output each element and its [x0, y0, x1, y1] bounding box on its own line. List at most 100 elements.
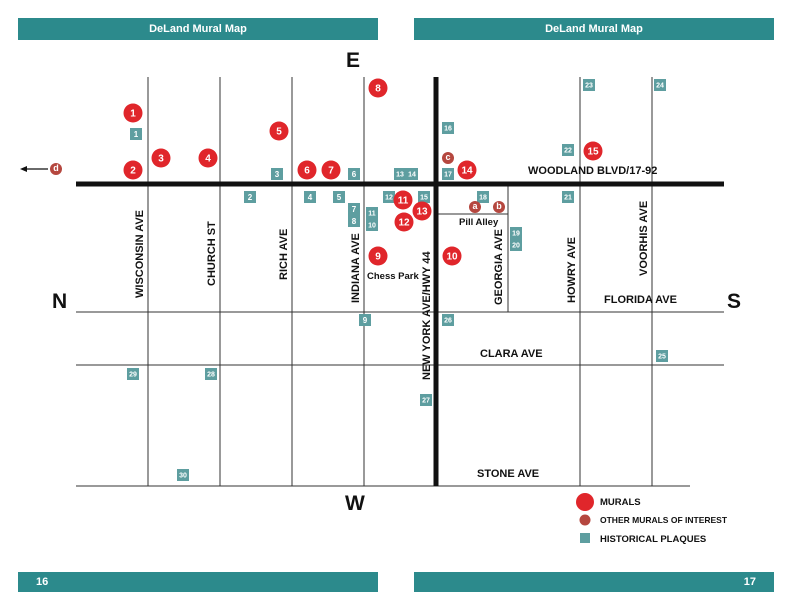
- plaque-marker[interactable]: [394, 168, 406, 180]
- mural-number: 6: [304, 166, 310, 177]
- major-streets: [76, 77, 724, 486]
- mural-marker[interactable]: [198, 148, 218, 168]
- plaque-marker[interactable]: [366, 207, 378, 219]
- plaque-number: 11: [368, 210, 376, 217]
- plaque-marker[interactable]: [656, 350, 668, 362]
- plaque-marker[interactable]: [130, 128, 142, 140]
- right-page-number: 17: [743, 576, 756, 588]
- right-page-footer: 17: [414, 572, 774, 592]
- plaque-number: 29: [129, 371, 137, 378]
- mural-marker[interactable]: [297, 160, 317, 180]
- other-mural-letter: a: [472, 201, 478, 211]
- compass-west: W: [345, 492, 365, 515]
- mural-marker[interactable]: [269, 121, 289, 141]
- mural-marker[interactable]: [393, 190, 413, 210]
- mural-marker[interactable]: [394, 212, 414, 232]
- plaque-number: 18: [479, 194, 487, 201]
- mural-marker[interactable]: [151, 148, 171, 168]
- howry-label: HOWRY AVE: [566, 237, 578, 303]
- plaque-number: 26: [444, 317, 452, 324]
- other-mural-letter: b: [496, 201, 502, 211]
- rich-label: RICH AVE: [278, 229, 290, 280]
- plaque-number: 4: [308, 193, 313, 202]
- mural-marker[interactable]: [123, 103, 143, 123]
- mural-number: 10: [446, 252, 458, 263]
- plaque-number: 22: [564, 147, 572, 154]
- other-mural-letter: d: [53, 163, 59, 173]
- mural-number: 12: [398, 218, 410, 229]
- plaque-marker[interactable]: [205, 368, 217, 380]
- plaque-marker[interactable]: [406, 168, 418, 180]
- mural-marker[interactable]: [457, 160, 477, 180]
- plaque-marker[interactable]: [562, 144, 574, 156]
- mural-marker[interactable]: [321, 160, 341, 180]
- plaque-marker[interactable]: [244, 191, 256, 203]
- plaque-marker[interactable]: [127, 368, 139, 380]
- plaque-marker[interactable]: [477, 191, 489, 203]
- other-mural-letter: c: [445, 152, 450, 162]
- plaque-marker[interactable]: [562, 191, 574, 203]
- d-arrow: [20, 166, 48, 172]
- plaque-number: 7: [352, 205, 357, 214]
- legend-murals-label: MURALS: [600, 497, 641, 508]
- wisconsin-label: WISCONSIN AVE: [134, 210, 146, 298]
- mural-marker[interactable]: [368, 246, 388, 266]
- plaque-number: 2: [248, 193, 253, 202]
- left-header-title: DeLand Mural Map: [149, 23, 247, 35]
- plaque-marker[interactable]: [442, 122, 454, 134]
- other-mural-marker[interactable]: [469, 201, 481, 213]
- plaque-marker[interactable]: [366, 219, 378, 231]
- plaque-marker[interactable]: [177, 469, 189, 481]
- clara-label: CLARA AVE: [480, 348, 543, 360]
- plaque-number: 14: [408, 171, 416, 178]
- plaque-marker[interactable]: [442, 168, 454, 180]
- other-mural-marker[interactable]: [493, 201, 505, 213]
- right-header-title: DeLand Mural Map: [545, 23, 643, 35]
- mural-number: 3: [158, 154, 164, 165]
- mural-marker[interactable]: [442, 246, 462, 266]
- mural-number: 2: [130, 166, 136, 177]
- plaque-marker[interactable]: [510, 227, 522, 239]
- plaque-marker[interactable]: [304, 191, 316, 203]
- mural-number: 15: [587, 147, 599, 158]
- plaque-marker[interactable]: [348, 215, 360, 227]
- new-york-label: NEW YORK AVE/HWY 44: [421, 251, 433, 380]
- plaque-number: 15: [420, 194, 428, 201]
- plaque-marker[interactable]: [510, 239, 522, 251]
- mural-number: 4: [205, 154, 211, 165]
- other-mural-marker[interactable]: [50, 163, 62, 175]
- plaque-marker[interactable]: [442, 314, 454, 326]
- georgia-label: GEORGIA AVE: [493, 229, 505, 305]
- plaque-number: 23: [585, 82, 593, 89]
- legend-plaque-symbol: [580, 533, 590, 543]
- mural-marker[interactable]: [412, 201, 432, 221]
- plaque-marker[interactable]: [271, 168, 283, 180]
- mural-number: 13: [416, 207, 428, 218]
- plaque-marker[interactable]: [418, 191, 430, 203]
- legend-other-symbol: [579, 514, 591, 526]
- plaque-number: 1: [134, 130, 139, 139]
- plaque-marker[interactable]: [333, 191, 345, 203]
- mural-marker[interactable]: [123, 160, 143, 180]
- voorhis-label: VOORHIS AVE: [638, 201, 650, 276]
- plaque-marker[interactable]: [348, 203, 360, 215]
- plaque-marker[interactable]: [359, 314, 371, 326]
- mural-marker[interactable]: [583, 141, 603, 161]
- left-page-footer: 16: [18, 572, 378, 592]
- plaque-marker[interactable]: [383, 191, 395, 203]
- plaque-marker[interactable]: [348, 168, 360, 180]
- plaque-number: 28: [207, 371, 215, 378]
- mural-number: 9: [375, 252, 381, 263]
- plaque-marker[interactable]: [654, 79, 666, 91]
- right-page-header: DeLand Mural Map: [414, 18, 774, 40]
- plaque-number: 13: [396, 171, 404, 178]
- plaque-marker[interactable]: [583, 79, 595, 91]
- other-mural-marker[interactable]: [442, 152, 454, 164]
- church-label: CHURCH ST: [206, 221, 218, 286]
- mural-marker[interactable]: [368, 78, 388, 98]
- plaque-marker[interactable]: [420, 394, 432, 406]
- mural-number: 8: [375, 84, 381, 95]
- plaque-number: 16: [444, 125, 452, 132]
